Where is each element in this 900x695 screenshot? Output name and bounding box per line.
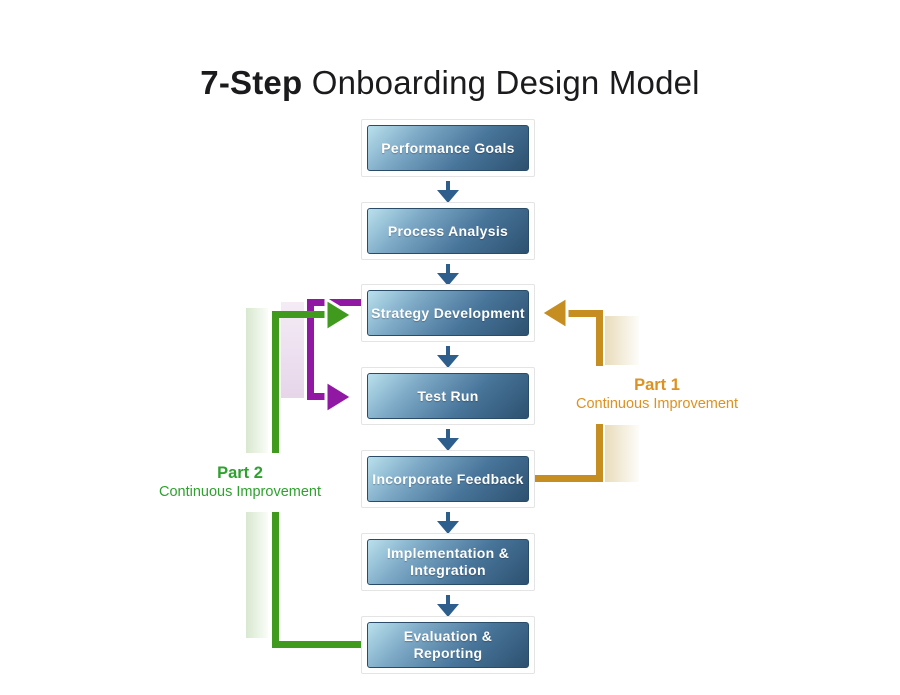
green-loop-vertical-top-segment <box>272 311 279 453</box>
flow-down-arrow-icon <box>437 595 459 617</box>
green-loop-vertical-bottom-segment <box>272 512 279 648</box>
step-label: Implementation & Integration <box>386 545 510 578</box>
orange-loop-vertical-top-segment <box>596 310 603 366</box>
step-box-surface: Implementation & Integration <box>367 539 529 585</box>
step-box-evaluation-reporting: Evaluation & Reporting <box>361 616 535 674</box>
flow-down-arrow-icon <box>437 181 459 203</box>
part2-title: Part 2 <box>217 464 263 482</box>
green-gradient-band-bottom <box>246 512 268 638</box>
purple-loop-bottom-segment <box>307 393 332 400</box>
green-loop-top-segment <box>272 311 328 318</box>
step-box-incorporate-feedback: Incorporate Feedback <box>361 450 535 508</box>
orange-arrowhead-icon <box>538 294 569 332</box>
flow-down-arrow-icon <box>437 512 459 534</box>
step-box-process-analysis: Process Analysis <box>361 202 535 260</box>
step-label: Process Analysis <box>387 222 509 239</box>
step-box-surface: Incorporate Feedback <box>367 456 529 502</box>
step-label: Incorporate Feedback <box>372 470 524 487</box>
step-box-surface: Performance Goals <box>367 125 529 171</box>
step-box-surface: Process Analysis <box>367 208 529 254</box>
title-bold-part: 7-Step <box>200 64 303 101</box>
tan-gradient-band-top <box>605 316 639 365</box>
part2-label: Part 2 Continuous Improvement <box>130 464 350 502</box>
orange-loop-top-segment <box>564 310 603 317</box>
purple-loop-vertical-segment <box>307 299 314 400</box>
step-box-surface: Strategy Development <box>367 290 529 336</box>
green-loop-bottom-segment <box>272 641 362 648</box>
part1-label: Part 1 Continuous Improvement <box>547 376 767 414</box>
step-label: Performance Goals <box>381 139 515 156</box>
step-box-test-run: Test Run <box>361 367 535 425</box>
part1-subtitle: Continuous Improvement <box>576 396 738 412</box>
orange-loop-vertical-bottom-segment <box>596 424 603 482</box>
step-label: Strategy Development <box>371 304 525 321</box>
purple-loop-top-segment <box>307 299 363 306</box>
step-label: Test Run <box>417 387 479 404</box>
step-box-performance-goals: Performance Goals <box>361 119 535 177</box>
flow-down-arrow-icon <box>437 429 459 451</box>
orange-loop-bottom-segment <box>535 475 603 482</box>
step-box-strategy-development: Strategy Development <box>361 284 535 342</box>
part2-subtitle: Continuous Improvement <box>159 484 321 500</box>
step-box-surface: Evaluation & Reporting <box>367 622 529 668</box>
title-rest-part: Onboarding Design Model <box>302 64 700 101</box>
part1-title: Part 1 <box>634 376 680 394</box>
purple-gradient-band <box>281 302 304 398</box>
flow-down-arrow-icon <box>437 264 459 286</box>
diagram-title: 7-Step Onboarding Design Model <box>0 64 900 102</box>
flow-down-arrow-icon <box>437 346 459 368</box>
purple-arrowhead-icon <box>324 378 355 416</box>
green-gradient-band-top <box>246 308 268 453</box>
tan-gradient-band-bottom <box>605 425 639 482</box>
step-box-surface: Test Run <box>367 373 529 419</box>
green-arrowhead-icon <box>324 296 355 334</box>
step-box-implementation-integration: Implementation & Integration <box>361 533 535 591</box>
step-label: Evaluation & Reporting <box>403 628 493 661</box>
